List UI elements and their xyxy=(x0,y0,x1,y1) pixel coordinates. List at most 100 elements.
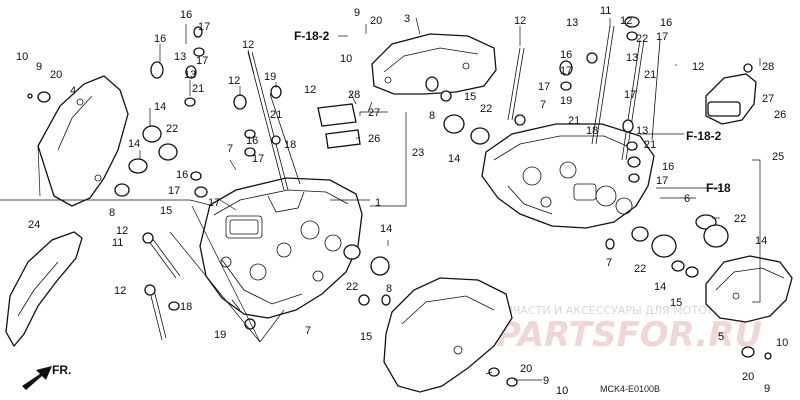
callout-11: 11 xyxy=(600,5,611,17)
callout-27: 27 xyxy=(368,107,380,119)
left-side-cover xyxy=(37,75,129,207)
right-small-cover xyxy=(705,73,757,125)
left-grommets xyxy=(27,26,391,330)
callout-9: 9 xyxy=(543,375,549,387)
callout-9: 9 xyxy=(764,383,770,395)
callout-15: 15 xyxy=(670,297,682,309)
callout-17: 17 xyxy=(168,185,180,197)
callout-20: 20 xyxy=(520,363,532,375)
assembly-lines xyxy=(0,145,285,343)
right-lower-cover xyxy=(705,255,793,323)
callout-21: 21 xyxy=(192,83,204,95)
callout-12: 12 xyxy=(304,84,316,96)
callout-12: 12 xyxy=(242,39,254,51)
callout-16: 16 xyxy=(660,17,672,29)
callout-21: 21 xyxy=(270,109,282,121)
callout-18: 18 xyxy=(586,125,598,137)
callout-17: 17 xyxy=(252,153,264,165)
callout-14: 14 xyxy=(380,223,392,235)
watermark-tagline: ЗАПЧАСТИ И АКСЕССУАРЫ ДЛЯ МОТОТЕХНИКИ xyxy=(490,304,760,317)
callout-12: 12 xyxy=(514,15,526,27)
callout-5: 5 xyxy=(718,331,724,343)
callout-22: 22 xyxy=(634,263,646,275)
callout-15: 15 xyxy=(160,205,172,217)
callout-9: 9 xyxy=(36,61,42,73)
callout-17: 17 xyxy=(624,89,636,101)
callout-28: 28 xyxy=(762,61,774,73)
callout-16: 16 xyxy=(180,9,192,21)
callout-12: 12 xyxy=(620,15,632,27)
callout-17: 17 xyxy=(538,81,550,93)
callout-17: 17 xyxy=(208,197,220,209)
callout-14: 14 xyxy=(654,281,666,293)
callout-23: 23 xyxy=(412,147,424,159)
callout-14: 14 xyxy=(755,235,767,247)
callout-22: 22 xyxy=(480,103,492,115)
front-label: FR. xyxy=(52,363,71,377)
callout-17: 17 xyxy=(196,55,208,67)
callout-10: 10 xyxy=(340,53,352,65)
diagram-code: MCK4-E0100B xyxy=(600,384,660,394)
callout-17: 17 xyxy=(198,21,210,33)
callout-10: 10 xyxy=(776,337,788,349)
callout-numbers: 1 3 4 5 6 7 7 7 7 8 8 8 9 9 9 9 10 10 10… xyxy=(16,5,788,397)
callout-22: 22 xyxy=(636,33,648,45)
callout-16: 16 xyxy=(176,169,188,181)
callout-17: 17 xyxy=(560,65,572,77)
callout-18: 18 xyxy=(180,301,192,313)
callout-22: 22 xyxy=(734,213,746,225)
left-head-cover xyxy=(199,177,363,319)
callout-17: 17 xyxy=(656,31,668,43)
callout-7: 7 xyxy=(305,325,311,337)
callout-20: 20 xyxy=(370,15,382,27)
callout-21: 21 xyxy=(644,139,656,151)
callout-26: 26 xyxy=(368,133,380,145)
callout-12: 12 xyxy=(116,225,128,237)
callout-14: 14 xyxy=(154,101,166,113)
watermark-logo: PARTSFOR.RU xyxy=(496,315,762,355)
ref-f18-2-right: F-18-2 xyxy=(686,129,722,143)
callout-4: 4 xyxy=(70,85,76,97)
callout-13: 13 xyxy=(566,17,578,29)
callout-12: 12 xyxy=(692,61,704,73)
callout-17: 17 xyxy=(656,175,668,187)
callout-16: 16 xyxy=(662,161,674,173)
callout-19: 19 xyxy=(560,95,572,107)
right-bolts xyxy=(507,25,661,161)
callout-21: 21 xyxy=(568,115,580,127)
callout-21: 21 xyxy=(644,69,656,81)
callout-19: 19 xyxy=(214,329,226,341)
callout-6: 6 xyxy=(684,193,690,205)
callout-7: 7 xyxy=(227,143,233,155)
callout-14: 14 xyxy=(128,138,140,150)
right-head-cover xyxy=(481,123,655,229)
left-bolts xyxy=(142,51,301,341)
callout-10: 10 xyxy=(556,385,568,397)
callout-10: 10 xyxy=(16,51,28,63)
callout-25: 25 xyxy=(772,151,784,163)
callout-16: 16 xyxy=(246,135,258,147)
callout-1: 1 xyxy=(375,197,381,209)
callout-18: 18 xyxy=(284,139,296,151)
right-grommets xyxy=(425,16,772,387)
callout-15: 15 xyxy=(464,91,476,103)
callout-7: 7 xyxy=(540,99,546,111)
callout-14: 14 xyxy=(448,153,460,165)
callout-22: 22 xyxy=(166,123,178,135)
callout-16: 16 xyxy=(560,49,572,61)
callout-11: 11 xyxy=(112,237,123,249)
callout-16: 16 xyxy=(154,33,166,45)
ref-f18-2-top: F-18-2 xyxy=(294,29,330,43)
callout-15: 15 xyxy=(360,331,372,343)
callout-13: 13 xyxy=(626,52,638,64)
callout-3: 3 xyxy=(404,13,410,25)
callout-22: 22 xyxy=(346,281,358,293)
callout-9: 9 xyxy=(354,7,360,19)
leader-lines xyxy=(139,17,761,381)
ref-f18-right: F-18 xyxy=(706,181,731,195)
callout-20: 20 xyxy=(742,371,754,383)
lower-left-cover xyxy=(5,231,83,348)
callout-20: 20 xyxy=(50,69,62,81)
callout-13: 13 xyxy=(636,125,648,137)
